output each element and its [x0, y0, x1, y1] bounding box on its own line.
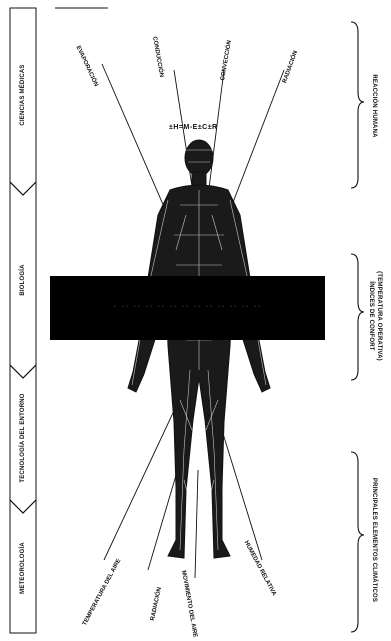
right-braces [351, 22, 364, 632]
discipline-label-meteorology: METEOROLOGÍA [20, 542, 26, 594]
label-temperatura-operativa: (TEMPERATURA OPERATIVA) [376, 271, 382, 361]
discipline-label-technology: TECNOLOGÍA DEL ENTORNO [20, 393, 26, 482]
redaction-bar: · ·· ·· ·· ·· ·· ·· ·· ·· ·· ·· ·· ·· [50, 276, 325, 340]
discipline-label-medical: CIENCIAS MÉDICAS [20, 64, 26, 125]
label-indices-confort: ÍNDICES DE CONFORT [368, 281, 374, 350]
label-elementos-climaticos: PRINCIPALES ELEMENTOS CLIMÁTICOS [371, 478, 377, 602]
heat-balance-formula: ±H=M-E±C±R [169, 124, 218, 131]
label-reaccion-humana: REACCIÓN HUMANA [371, 74, 377, 137]
redaction-bar-text: · ·· ·· ·· ·· ·· ·· ·· ·· ·· ·· ·· ·· [50, 304, 325, 310]
discipline-label-biology: BIOLOGÍA [20, 264, 26, 295]
